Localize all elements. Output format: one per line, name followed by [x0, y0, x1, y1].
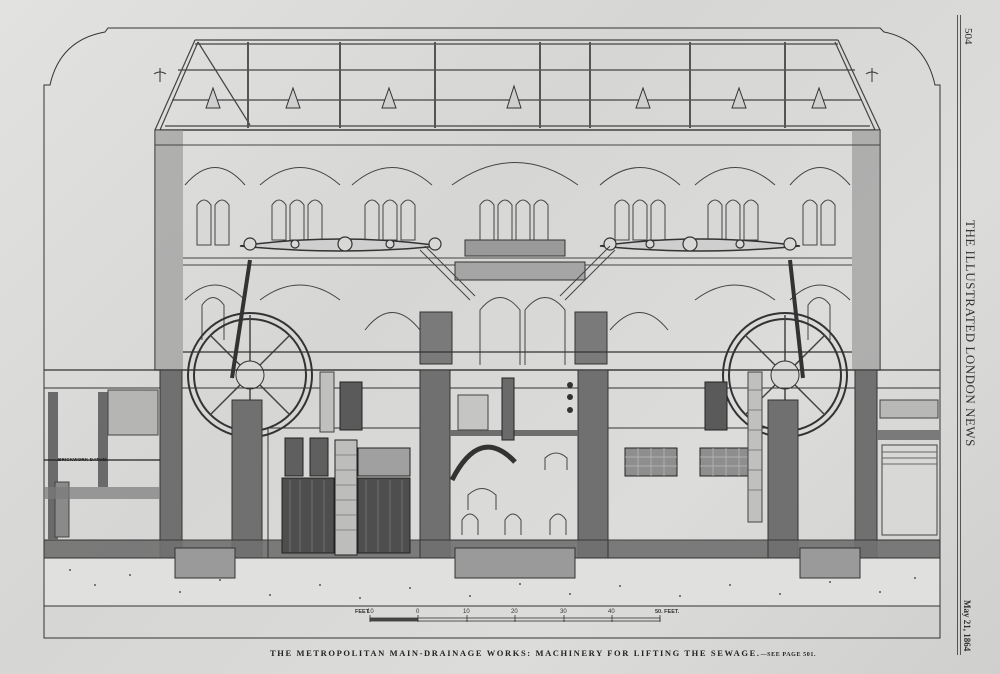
scale-tick: 10	[367, 609, 374, 615]
plate-caption: THE METROPOLITAN MAIN-DRAINAGE WORKS: MA…	[270, 648, 815, 658]
caption-page-ref: —SEE PAGE 501.	[760, 652, 817, 658]
page-number: 504	[962, 28, 974, 45]
datum-label: BRICKWORK DATUM	[58, 457, 107, 462]
margin-rule	[957, 15, 958, 655]
scale-end-label: 50. FEET.	[655, 609, 680, 615]
margin-rule	[960, 15, 961, 655]
scale-unit-label: FEET	[355, 609, 370, 615]
scale-tick: 30	[560, 609, 567, 615]
scale-tick: 40	[608, 609, 615, 615]
issue-date: May 21, 1864	[962, 600, 972, 652]
scale-tick: 10	[463, 609, 470, 615]
masthead: THE ILLUSTRATED LONDON NEWS	[963, 220, 978, 447]
scale-tick: 0	[416, 609, 420, 615]
caption-title: THE METROPOLITAN MAIN-DRAINAGE WORKS: MA…	[270, 648, 761, 658]
scale-tick: 20	[511, 609, 518, 615]
